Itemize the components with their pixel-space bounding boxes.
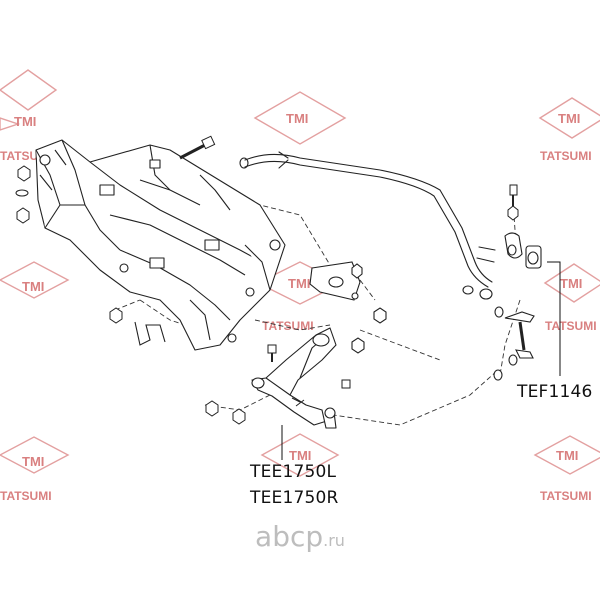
watermark-logo-text: TMI: [556, 448, 578, 463]
watermark-logo-text: TMI: [22, 279, 44, 294]
brand-name: abcp: [255, 520, 324, 553]
mount-plate: [309, 261, 387, 354]
watermark-name-text: TATSUMI: [262, 319, 314, 333]
bushing: [504, 232, 542, 269]
part-number-stabilizer-bushing: TEF1146: [517, 382, 593, 402]
subframe: [35, 139, 286, 351]
part-number-lower-arm-right: TEE1750R: [250, 488, 339, 508]
brand-watermark: abcp.ru: [0, 520, 600, 553]
bolt: [179, 135, 216, 160]
watermark-logo-text: TMI: [22, 454, 44, 469]
stabilizer-link: [493, 306, 535, 381]
bolt: [507, 184, 519, 221]
watermark-logo-text: TMI: [558, 111, 580, 126]
lower-control-arm: [251, 327, 337, 429]
watermark-logo-text: TMI: [289, 448, 311, 463]
watermark-name-text: TATSUMI: [545, 319, 597, 333]
watermark-name-text: TATSUMI: [540, 149, 592, 163]
part-number-lower-arm-left: TEE1750L: [250, 462, 337, 482]
watermark-logo-text: TMI: [286, 111, 308, 126]
watermark-logo: [0, 69, 70, 474]
watermark-logo: [533, 97, 600, 475]
watermark-name-text: TATSUMI: [0, 489, 52, 503]
brand-tld: .ru: [323, 531, 345, 550]
stabilizer-bar: [239, 151, 496, 300]
bolt: [267, 344, 351, 407]
watermark-logo-text: TMI: [14, 114, 36, 129]
callout-line: [281, 261, 561, 460]
bracket: [134, 321, 166, 346]
watermark-name-text: TATSUMI: [540, 489, 592, 503]
nut: [15, 165, 246, 425]
watermark-logo-text: TMI: [288, 276, 310, 291]
watermark-logo-text: TMI: [560, 276, 582, 291]
